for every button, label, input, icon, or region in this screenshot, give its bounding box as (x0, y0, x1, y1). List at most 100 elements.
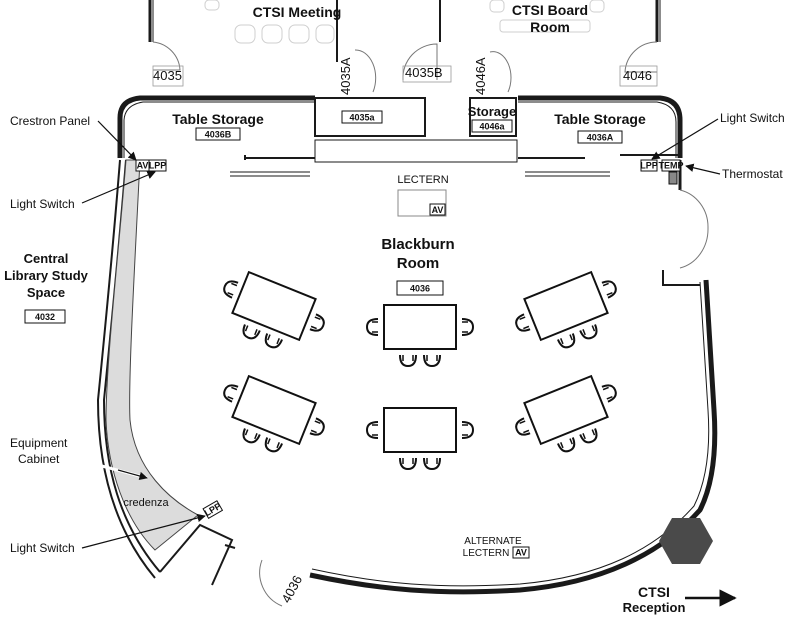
crestron-panel-label: Crestron Panel (10, 114, 90, 128)
faint-chairs (204, 0, 605, 44)
chair (601, 384, 617, 403)
door-label-4036: 4036 (278, 573, 305, 606)
top-rooms: CTSI Meeting CTSI Board Room 4035 4035B … (148, 0, 661, 95)
device-tags: AV LPP LPP TEMP LPP credenza (123, 159, 684, 520)
table-3 (515, 270, 617, 349)
chair (309, 313, 325, 332)
equipment-cabinet-label: Equipment (10, 436, 68, 450)
ctsi-meeting-label: CTSI Meeting (253, 4, 342, 20)
chair (223, 280, 239, 299)
reception-label-line2: Reception (623, 600, 686, 615)
lectern-av-tag (429, 203, 446, 216)
chair (264, 333, 283, 349)
credenza-label: credenza (123, 497, 169, 509)
hexagon-marker (659, 518, 713, 564)
chair (461, 318, 475, 336)
chair (515, 313, 531, 332)
room-number-4036a: 4036A (587, 133, 614, 143)
door-label-4046: 4046 (623, 68, 652, 83)
table-top (231, 270, 317, 342)
door-swing-right (679, 189, 709, 269)
table-top (523, 270, 609, 342)
door-swing-4035 (152, 41, 181, 71)
light-switch-bottom-label: Light Switch (10, 541, 75, 555)
library-label-line2: Library Study (4, 268, 89, 283)
outer-walls (96, 95, 718, 595)
av-panel-text: AV (137, 161, 149, 171)
closet-4035a (314, 97, 426, 137)
reception-label-line1: CTSI (638, 584, 670, 600)
room-number-4046a-box (471, 119, 513, 133)
temp-tag (661, 159, 681, 172)
room-number-4032-box (24, 309, 66, 324)
door-4035b-frame (402, 65, 452, 83)
library-label-line1: Central (24, 251, 69, 266)
lpp-tag-bottom-group: LPP (202, 500, 224, 520)
door-swing-4046a (489, 51, 512, 93)
alt-lectern-av-text: AV (515, 548, 527, 558)
room-number-4035a: 4035a (349, 113, 375, 123)
ctsi-reception: CTSI Reception (623, 584, 737, 615)
ctsi-board-label-line2: Room (530, 19, 570, 35)
room-number-4032: 4032 (35, 312, 55, 322)
lpp-tag-right (640, 159, 658, 172)
chair (264, 437, 283, 453)
room-number-4036b: 4036B (205, 130, 232, 140)
chair (365, 421, 379, 439)
lectern-av-text: AV (432, 205, 444, 215)
lpp-tag-left (148, 159, 167, 172)
table-4 (223, 374, 325, 453)
alternate-lectern: ALTERNATE LECTERN AV (463, 536, 530, 559)
library-label-line3: Space (27, 285, 65, 300)
chair (242, 324, 261, 340)
table-5 (365, 407, 475, 471)
lpp-tag-bottom (202, 500, 224, 520)
chair (515, 417, 531, 436)
door-label-4046a: 4046A (473, 57, 488, 95)
room-labels: Table Storage 4036B Table Storage 4036A … (4, 104, 646, 324)
door-label-4035: 4035 (153, 68, 182, 83)
chair (557, 437, 576, 453)
equipment-cabinet-label-line2: Cabinet (18, 452, 60, 466)
door-swing-4046 (624, 41, 658, 73)
blackburn-room-label-line2: Room (397, 255, 440, 272)
door-swing-4035a (354, 49, 377, 93)
chair (461, 421, 475, 439)
room-number-4036-box (396, 280, 444, 296)
ctsi-board-label: CTSI Board (512, 2, 588, 18)
light-switch-right-label: Light Switch (720, 111, 785, 125)
chair (365, 318, 379, 336)
chair (557, 333, 576, 349)
chair (399, 457, 417, 471)
storage-4046a-box (469, 97, 517, 137)
table-1 (223, 270, 325, 349)
chair (309, 417, 325, 436)
lpp-text-left: LPP (149, 161, 167, 171)
equipment-cabinet (105, 159, 199, 551)
room-number-4035a-box (341, 110, 383, 124)
chair (223, 384, 239, 403)
lectern-label: LECTERN (397, 174, 448, 186)
chair (423, 457, 441, 471)
chair (423, 354, 441, 368)
table-storage-left-label: Table Storage (172, 111, 264, 127)
chair (242, 428, 261, 444)
chair (579, 324, 598, 340)
room-number-4046a: 4046a (479, 122, 505, 132)
storage-mid-label: Storage (468, 104, 516, 119)
entry-door-4036: 4036 (159, 523, 305, 607)
chair (601, 280, 617, 299)
lpp-text-right: LPP (640, 161, 658, 171)
table-top (383, 304, 457, 350)
table-storage-right-label: Table Storage (554, 111, 646, 127)
table-top (231, 374, 317, 446)
alt-lectern-label: ALTERNATE (464, 536, 522, 547)
table-top (523, 374, 609, 446)
chair (579, 428, 598, 444)
callouts: Crestron Panel Light Switch Light Switch… (10, 111, 785, 555)
door-4046-frame (619, 65, 658, 87)
chair (399, 354, 417, 368)
table-2 (365, 304, 475, 368)
table-6 (515, 374, 617, 453)
